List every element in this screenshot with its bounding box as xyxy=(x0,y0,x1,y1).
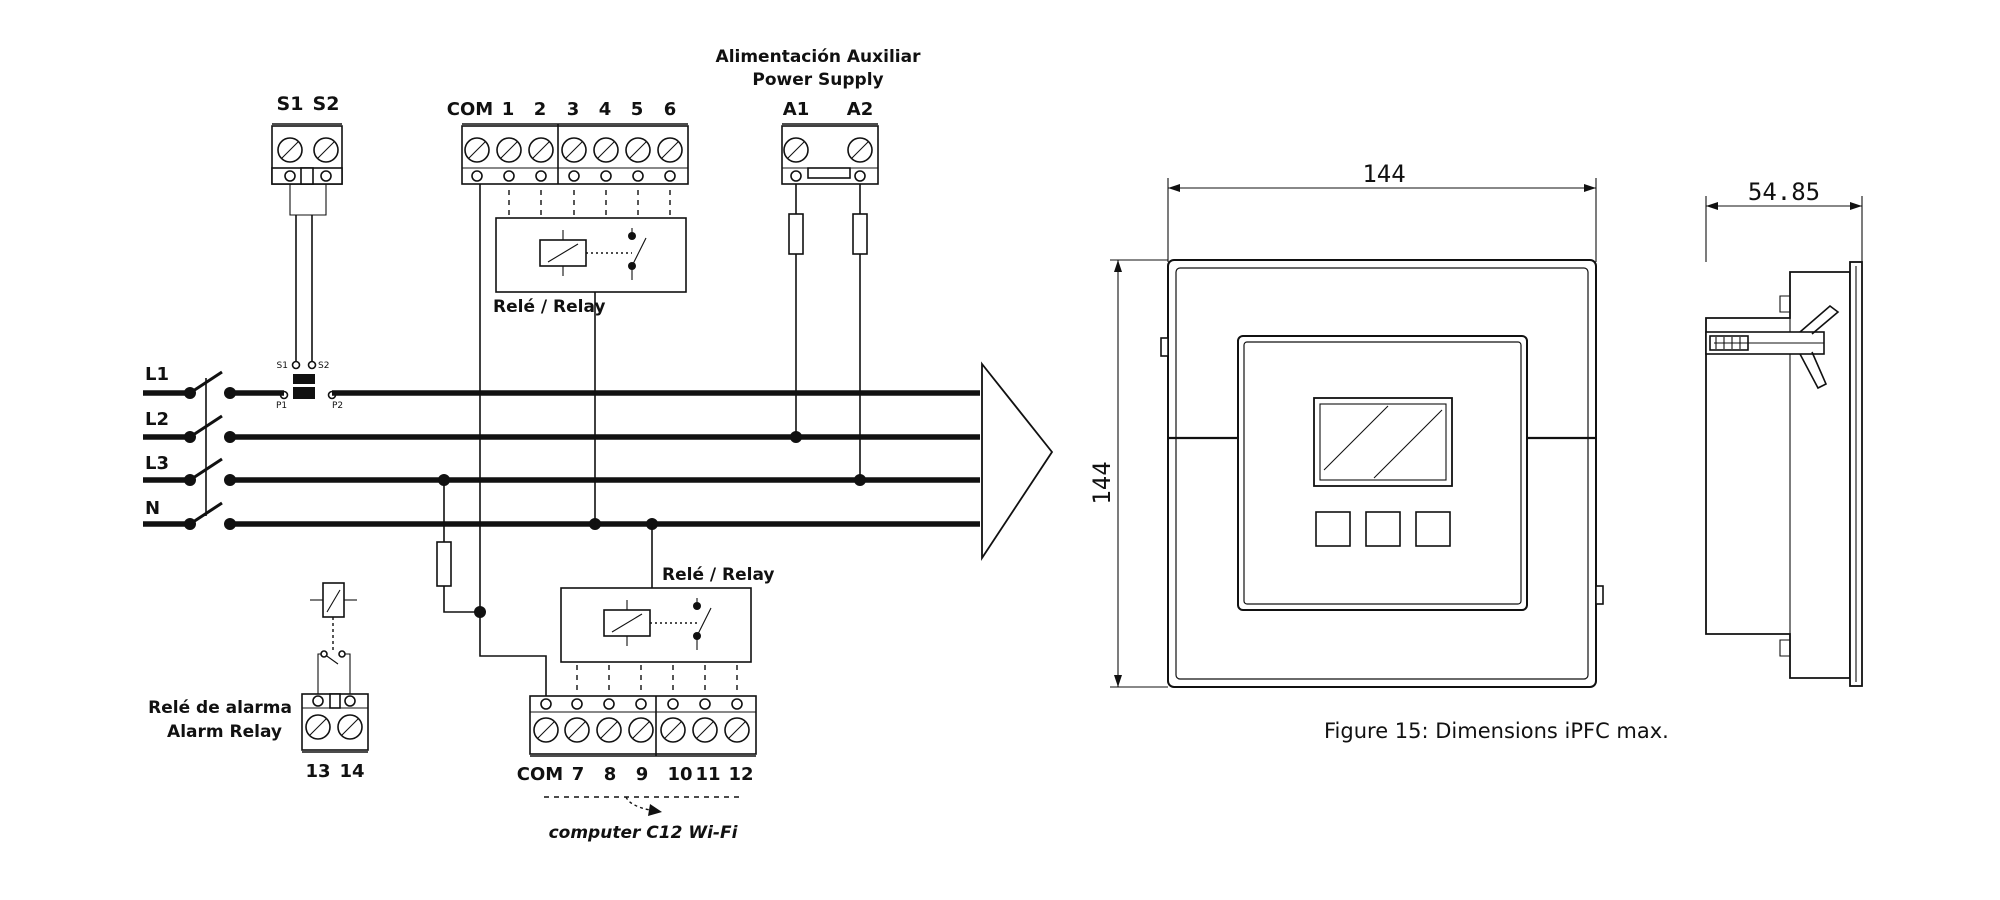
aux-supply-block: Alimentación Auxiliar Power Supply A1 A2 xyxy=(716,47,922,480)
terminal-com-bottom: COM xyxy=(517,764,563,785)
ct-terminal-s2-label: S2 xyxy=(313,93,340,115)
phase-l3-label: L3 xyxy=(145,453,169,474)
terminal-13: 13 xyxy=(305,761,330,782)
alarm-label-es: Relé de alarma xyxy=(148,698,292,718)
figure-caption: Figure 15: Dimensions iPFC max. xyxy=(1324,719,1669,743)
relay-label-bottom: Relé / Relay xyxy=(662,565,775,585)
phase-l1-label: L1 xyxy=(145,364,169,385)
phase-l2-label: L2 xyxy=(145,409,169,430)
aux-supply-label-es: Alimentación Auxiliar xyxy=(716,47,922,67)
computer-label: computer C12 Wi-Fi xyxy=(549,823,739,843)
terminal-com-top: COM xyxy=(447,99,493,120)
alarm-label-en: Alarm Relay xyxy=(167,722,282,742)
ct-p2-label: P2 xyxy=(332,401,343,411)
ct-terminal-s1-label: S1 xyxy=(277,93,304,115)
relay-box-top: Relé / Relay xyxy=(493,217,687,317)
terminal-7: 7 xyxy=(572,764,585,785)
phase-n-label: N xyxy=(145,498,160,519)
ct-s2-label: S2 xyxy=(318,361,329,371)
current-transformer: S1 S2 P1 P2 xyxy=(276,360,343,411)
terminal-8: 8 xyxy=(604,764,617,785)
ct-s1-label: S1 xyxy=(277,361,288,371)
terminal-5: 5 xyxy=(631,99,644,120)
relay-terminal-block-top: COM 1 2 3 4 5 6 xyxy=(447,99,689,218)
relay-terminal-block-bottom: COM 7 8 9 10 11 12 computer C12 Wi-Fi xyxy=(517,665,757,843)
terminal-a2: A2 xyxy=(847,99,873,120)
relay-label-top: Relé / Relay xyxy=(493,297,606,317)
terminal-6: 6 xyxy=(664,99,677,120)
terminal-12: 12 xyxy=(728,764,753,785)
terminal-1: 1 xyxy=(502,99,515,120)
dimension-front-height: 144 xyxy=(1088,461,1116,504)
terminal-4: 4 xyxy=(599,99,612,120)
alarm-relay: Relé de alarma Alarm Relay 13 14 xyxy=(148,582,369,782)
terminal-10: 10 xyxy=(667,764,692,785)
vertical-wiring xyxy=(436,184,653,696)
phase-bus: L1 L2 L3 N xyxy=(143,361,1054,561)
dimension-front-width: 144 xyxy=(1362,160,1405,188)
terminal-9: 9 xyxy=(636,764,649,785)
ct-p1-label: P1 xyxy=(276,401,287,411)
terminal-3: 3 xyxy=(567,99,580,120)
terminal-11: 11 xyxy=(695,764,720,785)
terminal-14: 14 xyxy=(339,761,364,782)
terminal-a1: A1 xyxy=(783,99,809,120)
relay-box-bottom: Relé / Relay xyxy=(560,565,775,663)
dimension-depth: 54.85 xyxy=(1748,178,1820,206)
aux-supply-label-en: Power Supply xyxy=(752,70,883,90)
front-view: 144 144 xyxy=(1088,160,1604,688)
terminal-2: 2 xyxy=(534,99,547,120)
side-view: 54.85 xyxy=(1705,178,1863,687)
ct-terminal-block: S1 S2 xyxy=(271,93,343,362)
